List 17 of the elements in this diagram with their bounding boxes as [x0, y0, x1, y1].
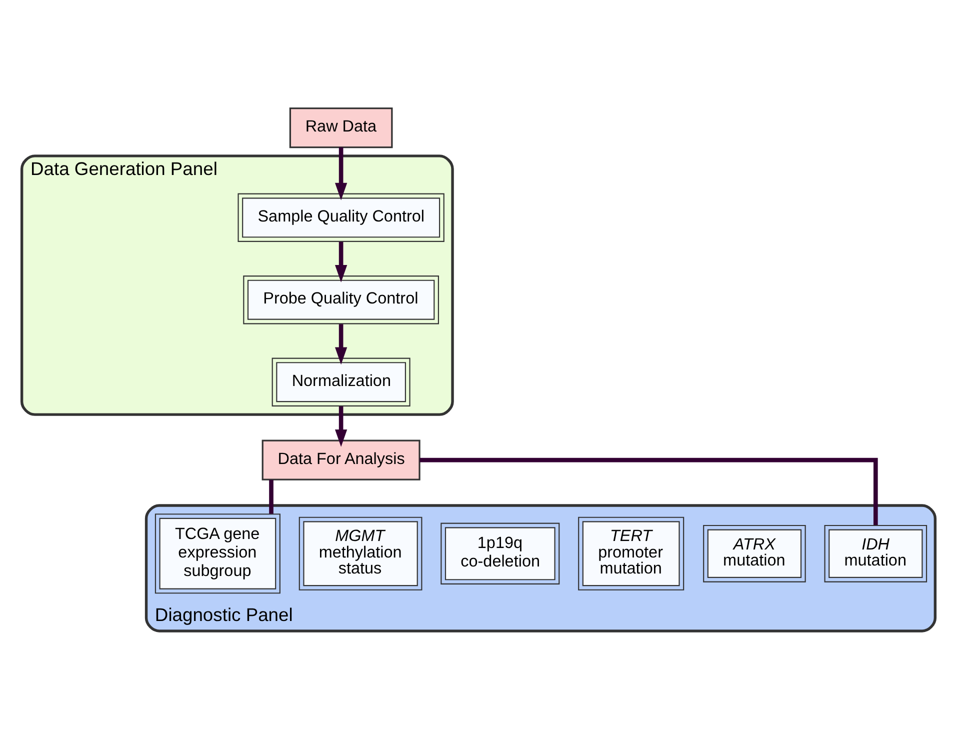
arrow: [334, 406, 348, 446]
connector: [420, 457, 878, 525]
node-box: IDH mutation: [824, 524, 928, 582]
node-box: ATRX mutation: [703, 524, 806, 582]
node-box: Sample Quality Control: [238, 192, 444, 242]
node-box: Probe Quality Control: [243, 275, 439, 324]
node-box: MGMT methylation status: [298, 516, 422, 590]
node-box: 1p19q co-deletion: [440, 522, 560, 584]
arrow: [334, 241, 348, 282]
node-box: TERT promoter mutation: [578, 516, 684, 590]
node-box: Normalization: [272, 357, 410, 406]
arrow: [334, 146, 348, 200]
connector: [269, 479, 274, 514]
node-box: Raw Data: [289, 107, 393, 148]
node-box: TCGA gene expression subgroup: [154, 513, 280, 594]
arrow: [334, 324, 348, 364]
node-box: Data For Analysis: [262, 439, 420, 480]
